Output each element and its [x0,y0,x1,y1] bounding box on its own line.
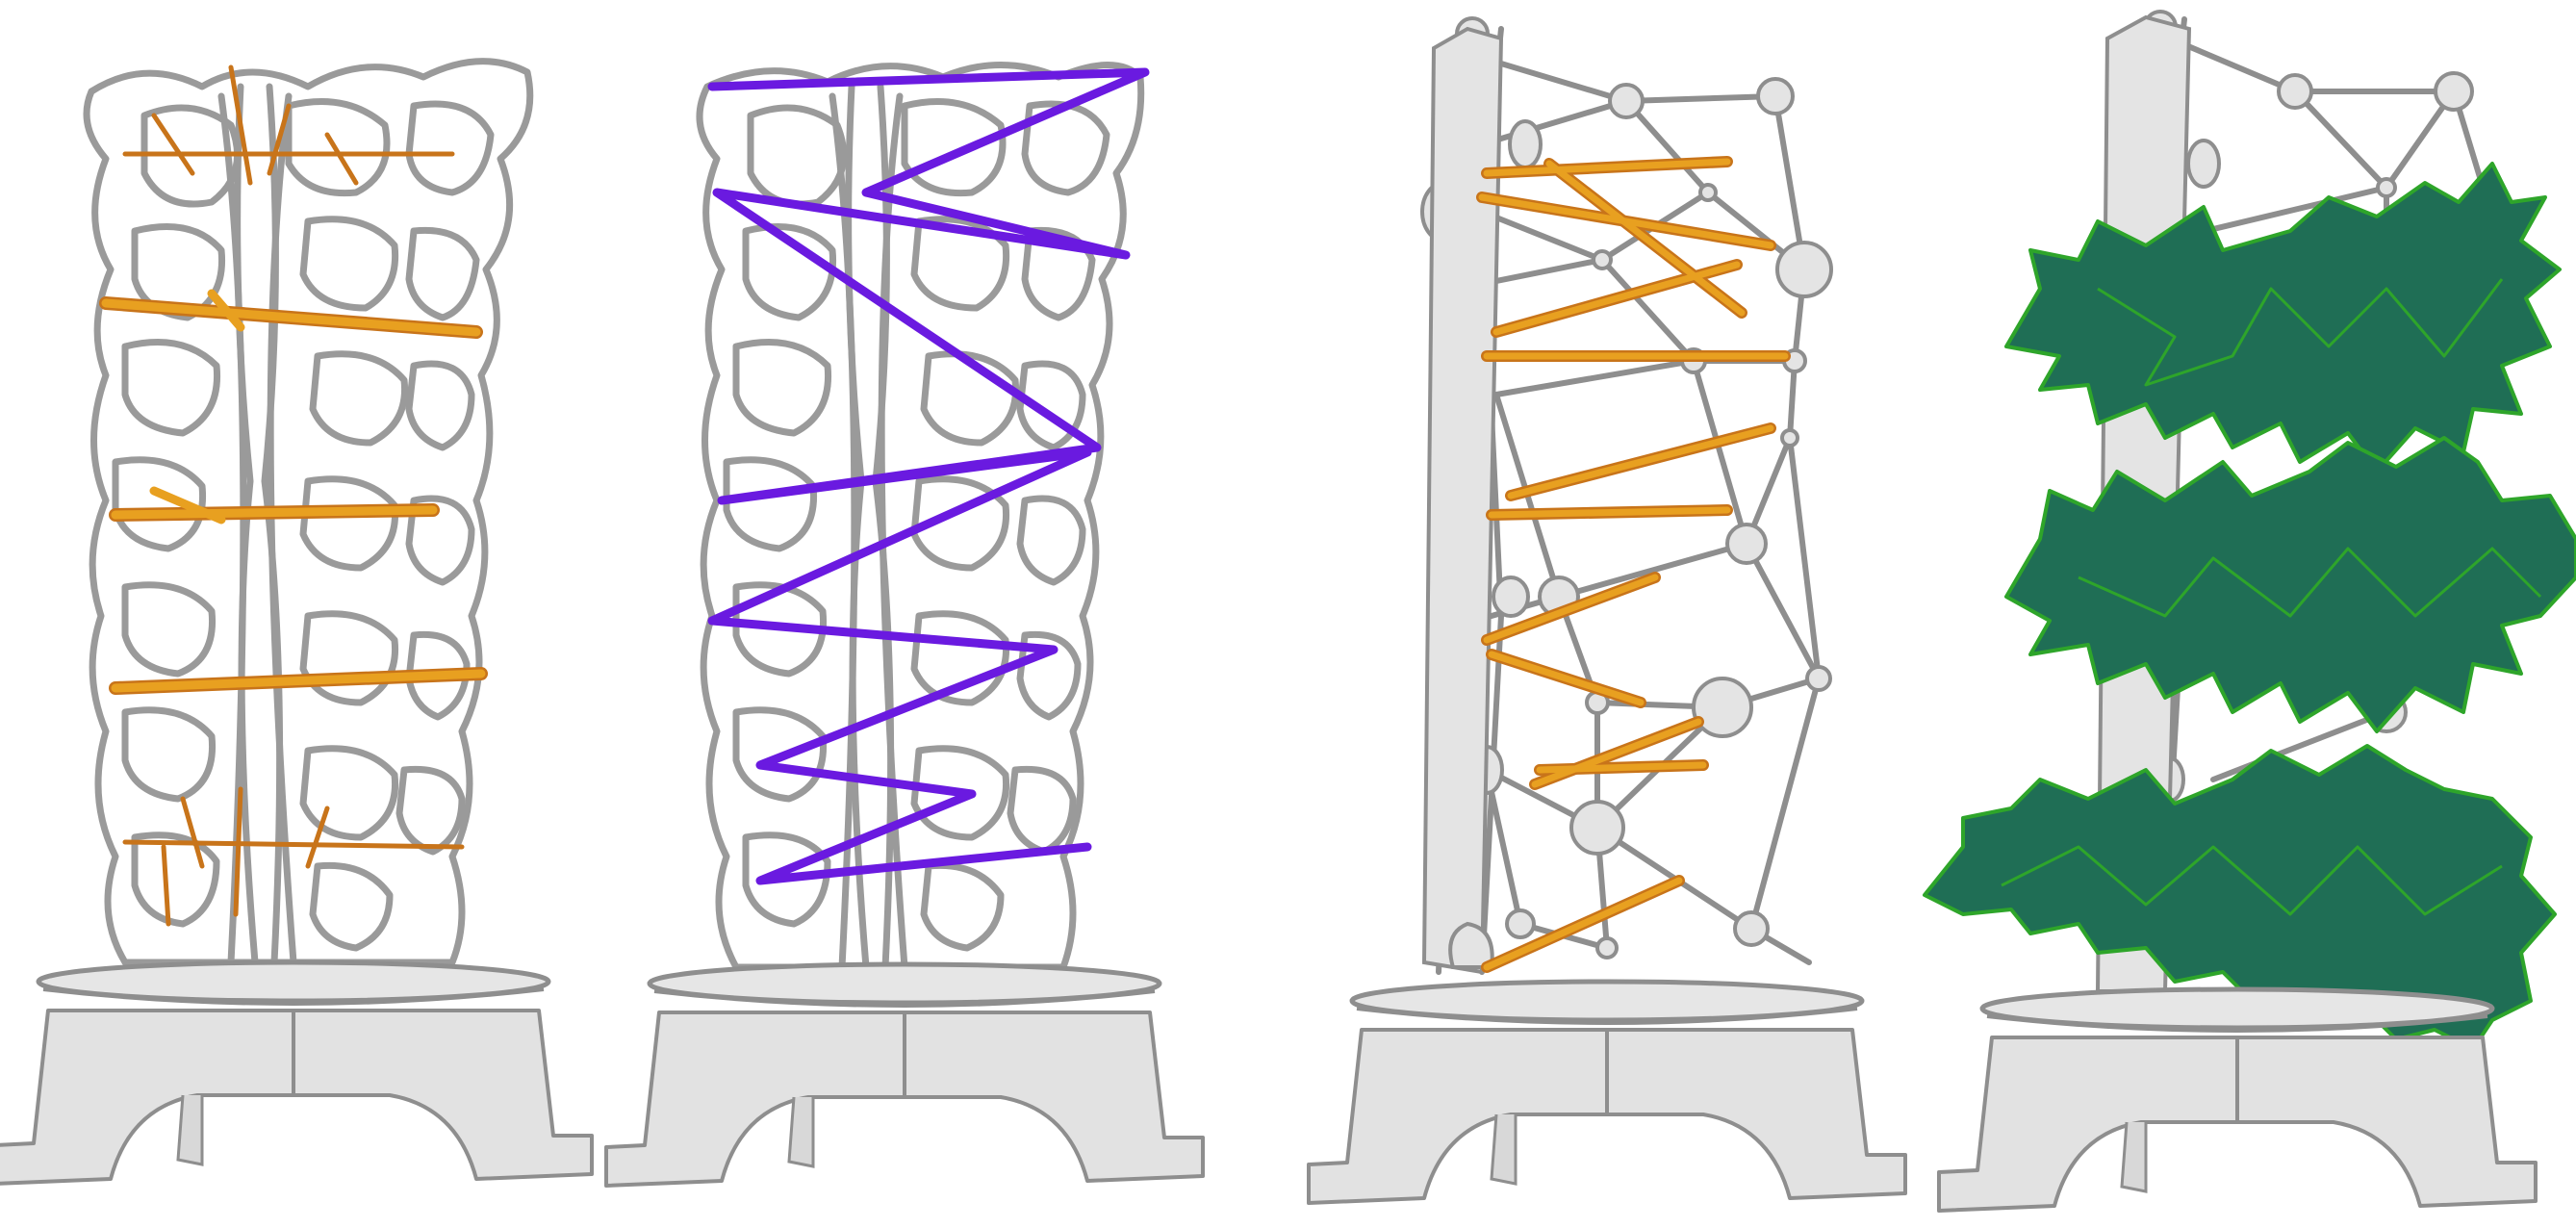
panel-voronoi-purple-zigzag [606,65,1203,1187]
green-foliage-clusters [1923,162,2576,1051]
panel-truss-orange-diagonals [1309,16,1905,1203]
foliage-cluster-top [2004,162,2562,473]
truss-tower [1420,16,1833,975]
panel-voronoi-orange-rungs [0,62,592,1184]
foliage-cluster-middle [2004,436,2576,733]
purple-zigzag-line [707,67,1150,885]
base-stand [606,964,1203,1186]
base-stand [0,962,592,1184]
orange-diagonal-rungs [1476,156,1791,973]
base-stand [1309,982,1905,1203]
panel-truss-green-foliage [1923,10,2576,1211]
foliage-cluster-bottom [1923,744,2557,1051]
orange-rungs [99,64,488,927]
base-stand [1939,989,2536,1211]
voronoi-lattice-tower [87,62,530,962]
